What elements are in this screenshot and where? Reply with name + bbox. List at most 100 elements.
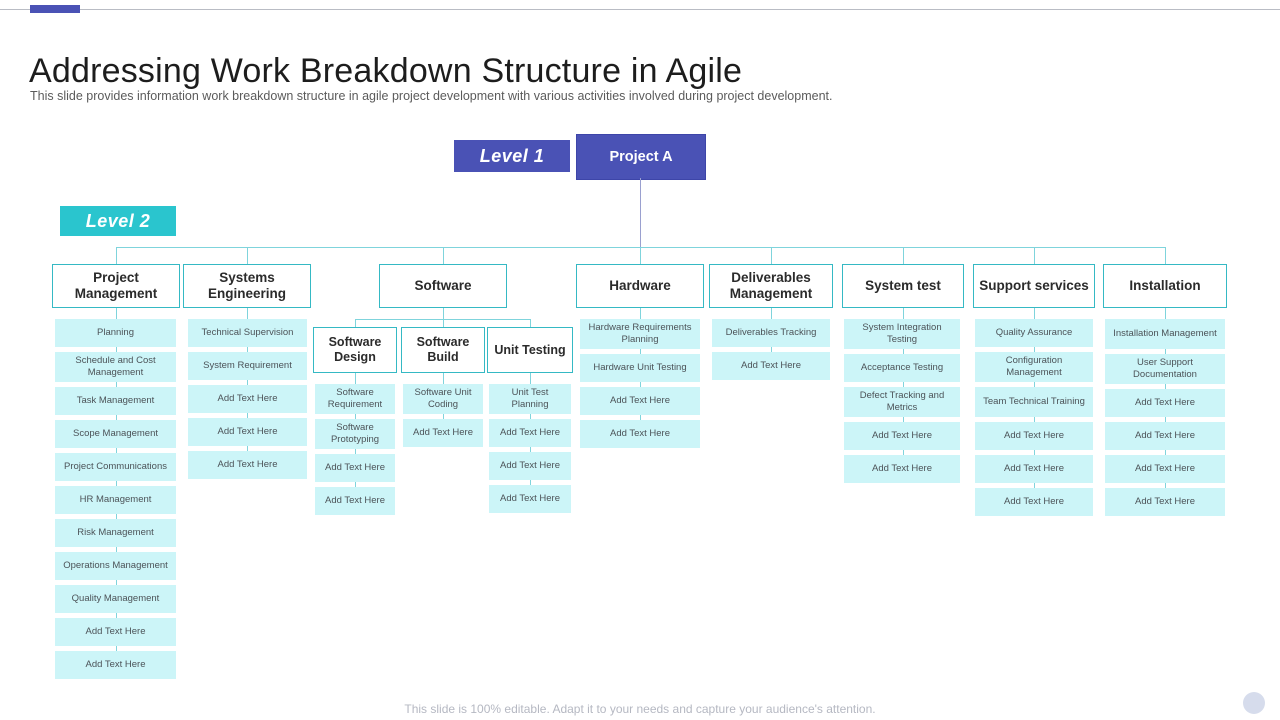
leaf-cell-installation-2[interactable]: Add Text Here bbox=[1105, 389, 1225, 417]
leaf-cell-software-design-1[interactable]: Software Prototyping bbox=[315, 419, 395, 449]
leaf-cell-support-services-3[interactable]: Add Text Here bbox=[975, 422, 1093, 450]
connector-project-management-item-9 bbox=[116, 613, 117, 618]
sub-header-software-build[interactable]: Software Build bbox=[401, 327, 485, 373]
sub-header-unit-testing[interactable]: Unit Testing bbox=[487, 327, 573, 373]
connector-project-management-item-5 bbox=[116, 481, 117, 486]
connector-unit-testing-item-2 bbox=[530, 447, 531, 452]
leaf-cell-installation-5[interactable]: Add Text Here bbox=[1105, 488, 1225, 516]
leaf-cell-software-design-2[interactable]: Add Text Here bbox=[315, 454, 395, 482]
connector-deliverables-management-item-1 bbox=[771, 347, 772, 352]
connector-support-services-item-2 bbox=[1034, 382, 1035, 387]
leaf-cell-support-services-1[interactable]: Configuration Management bbox=[975, 352, 1093, 382]
branch-header-support-services[interactable]: Support services bbox=[973, 264, 1095, 308]
connector-installation-item-2 bbox=[1165, 384, 1166, 389]
connector-unit-testing-item-1 bbox=[530, 414, 531, 419]
connector-sub-to-software-build bbox=[443, 319, 444, 327]
leaf-cell-unit-testing-0[interactable]: Unit Test Planning bbox=[489, 384, 571, 414]
connector-software-design-item-0 bbox=[355, 373, 356, 384]
leaf-cell-project-management-0[interactable]: Planning bbox=[55, 319, 176, 347]
connector-project-management-item-1 bbox=[116, 347, 117, 352]
leaf-cell-unit-testing-2[interactable]: Add Text Here bbox=[489, 452, 571, 480]
connector-software-build-item-0 bbox=[443, 373, 444, 384]
leaf-cell-installation-0[interactable]: Installation Management bbox=[1105, 319, 1225, 349]
leaf-cell-systems-engineering-3[interactable]: Add Text Here bbox=[188, 418, 307, 446]
leaf-cell-deliverables-management-0[interactable]: Deliverables Tracking bbox=[712, 319, 830, 347]
connector-support-services-item-3 bbox=[1034, 417, 1035, 422]
leaf-cell-project-management-1[interactable]: Schedule and Cost Management bbox=[55, 352, 176, 382]
sub-header-software-design[interactable]: Software Design bbox=[313, 327, 397, 373]
connector-project-management-item-6 bbox=[116, 514, 117, 519]
leaf-cell-system-test-0[interactable]: System Integration Testing bbox=[844, 319, 960, 349]
connector-bus-to-deliverables-management bbox=[771, 247, 772, 264]
connector-bus-to-project-management bbox=[116, 247, 117, 264]
leaf-cell-project-management-5[interactable]: HR Management bbox=[55, 486, 176, 514]
leaf-cell-project-management-9[interactable]: Add Text Here bbox=[55, 618, 176, 646]
branch-header-hardware[interactable]: Hardware bbox=[576, 264, 704, 308]
leaf-cell-support-services-2[interactable]: Team Technical Training bbox=[975, 387, 1093, 417]
leaf-cell-support-services-5[interactable]: Add Text Here bbox=[975, 488, 1093, 516]
connector-project-management-item-4 bbox=[116, 448, 117, 453]
branch-header-installation[interactable]: Installation bbox=[1103, 264, 1227, 308]
connector-system-test-item-4 bbox=[903, 450, 904, 455]
leaf-cell-project-management-7[interactable]: Operations Management bbox=[55, 552, 176, 580]
connector-systems-engineering-item-4 bbox=[247, 446, 248, 451]
branch-header-systems-engineering[interactable]: Systems Engineering bbox=[183, 264, 311, 308]
leaf-cell-support-services-4[interactable]: Add Text Here bbox=[975, 455, 1093, 483]
leaf-cell-installation-4[interactable]: Add Text Here bbox=[1105, 455, 1225, 483]
leaf-cell-unit-testing-3[interactable]: Add Text Here bbox=[489, 485, 571, 513]
leaf-cell-unit-testing-1[interactable]: Add Text Here bbox=[489, 419, 571, 447]
leaf-cell-hardware-2[interactable]: Add Text Here bbox=[580, 387, 700, 415]
leaf-cell-system-test-4[interactable]: Add Text Here bbox=[844, 455, 960, 483]
leaf-cell-hardware-1[interactable]: Hardware Unit Testing bbox=[580, 354, 700, 382]
leaf-cell-software-design-3[interactable]: Add Text Here bbox=[315, 487, 395, 515]
leaf-cell-systems-engineering-4[interactable]: Add Text Here bbox=[188, 451, 307, 479]
leaf-cell-support-services-0[interactable]: Quality Assurance bbox=[975, 319, 1093, 347]
connector-software-design-item-3 bbox=[355, 482, 356, 487]
leaf-cell-project-management-6[interactable]: Risk Management bbox=[55, 519, 176, 547]
connector-installation-item-1 bbox=[1165, 349, 1166, 354]
branch-header-project-management[interactable]: Project Management bbox=[52, 264, 180, 308]
leaf-cell-installation-3[interactable]: Add Text Here bbox=[1105, 422, 1225, 450]
connector-sub-to-software-design bbox=[355, 319, 356, 327]
leaf-cell-project-management-4[interactable]: Project Communications bbox=[55, 453, 176, 481]
branch-header-software[interactable]: Software bbox=[379, 264, 507, 308]
leaf-cell-installation-1[interactable]: User Support Documentation bbox=[1105, 354, 1225, 384]
connector-software-sub-bus bbox=[355, 319, 530, 320]
leaf-cell-systems-engineering-1[interactable]: System Requirement bbox=[188, 352, 307, 380]
root-node-project-a[interactable]: Project A bbox=[576, 134, 706, 180]
connector-hardware-item-1 bbox=[640, 349, 641, 354]
leaf-cell-software-build-1[interactable]: Add Text Here bbox=[403, 419, 483, 447]
leaf-cell-project-management-2[interactable]: Task Management bbox=[55, 387, 176, 415]
leaf-cell-system-test-3[interactable]: Add Text Here bbox=[844, 422, 960, 450]
connector-hardware-item-2 bbox=[640, 382, 641, 387]
leaf-cell-systems-engineering-0[interactable]: Technical Supervision bbox=[188, 319, 307, 347]
leaf-cell-hardware-3[interactable]: Add Text Here bbox=[580, 420, 700, 448]
connector-software-build-item-1 bbox=[443, 414, 444, 419]
leaf-cell-project-management-8[interactable]: Quality Management bbox=[55, 585, 176, 613]
leaf-cell-deliverables-management-1[interactable]: Add Text Here bbox=[712, 352, 830, 380]
connector-support-services-item-4 bbox=[1034, 450, 1035, 455]
connector-project-management-item-8 bbox=[116, 580, 117, 585]
leaf-cell-system-test-1[interactable]: Acceptance Testing bbox=[844, 354, 960, 382]
level-1-badge: Level 1 bbox=[454, 140, 570, 172]
connector-system-test-item-0 bbox=[903, 308, 904, 319]
leaf-cell-project-management-10[interactable]: Add Text Here bbox=[55, 651, 176, 679]
connector-unit-testing-item-0 bbox=[530, 373, 531, 384]
leaf-cell-software-design-0[interactable]: Software Requirement bbox=[315, 384, 395, 414]
leaf-cell-systems-engineering-2[interactable]: Add Text Here bbox=[188, 385, 307, 413]
connector-software-design-item-1 bbox=[355, 414, 356, 419]
leaf-cell-software-build-0[interactable]: Software Unit Coding bbox=[403, 384, 483, 414]
connector-system-test-item-3 bbox=[903, 417, 904, 422]
connector-system-test-item-2 bbox=[903, 382, 904, 387]
connector-software-stem bbox=[443, 308, 444, 319]
connector-project-management-item-7 bbox=[116, 547, 117, 552]
branch-header-system-test[interactable]: System test bbox=[842, 264, 964, 308]
footer-note: This slide is 100% editable. Adapt it to… bbox=[404, 702, 876, 716]
leaf-cell-system-test-2[interactable]: Defect Tracking and Metrics bbox=[844, 387, 960, 417]
branch-header-deliverables-management[interactable]: Deliverables Management bbox=[709, 264, 833, 308]
top-rule bbox=[0, 9, 1280, 10]
leaf-cell-hardware-0[interactable]: Hardware Requirements Planning bbox=[580, 319, 700, 349]
leaf-cell-project-management-3[interactable]: Scope Management bbox=[55, 420, 176, 448]
connector-bus-to-software bbox=[443, 247, 444, 264]
connector-systems-engineering-item-3 bbox=[247, 413, 248, 418]
